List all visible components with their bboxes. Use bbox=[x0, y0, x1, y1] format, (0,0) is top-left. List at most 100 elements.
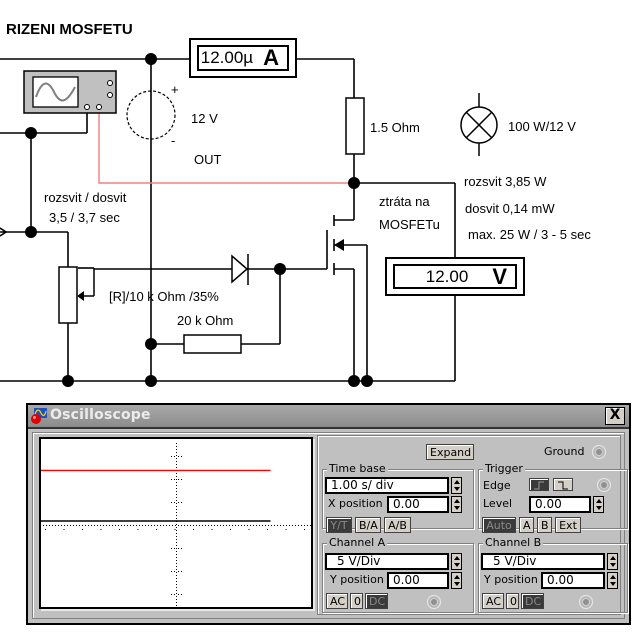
grid-dot bbox=[176, 497, 177, 498]
trigger-ext-button[interactable]: Ext bbox=[555, 517, 581, 533]
channel-a-zero-button[interactable]: 0 bbox=[350, 593, 363, 609]
channel-b-y-position-input[interactable]: 0.00 bbox=[541, 572, 605, 589]
grid-tick bbox=[211, 529, 213, 530]
probe-wire bbox=[98, 110, 354, 184]
channel-b-ac-button[interactable]: AC bbox=[482, 593, 504, 609]
potentiometer-label: [R]/10 k Ohm /35% bbox=[109, 289, 219, 304]
close-button[interactable]: X bbox=[605, 407, 625, 425]
channel-b-y-position-spinner[interactable] bbox=[607, 572, 618, 589]
grid-dot bbox=[176, 548, 177, 549]
grid-dot bbox=[176, 545, 177, 546]
mosfet-note-line1: ztráta na bbox=[379, 194, 430, 209]
channel-a-y-position-input[interactable]: 0.00 bbox=[387, 572, 449, 589]
channel-a-terminal[interactable] bbox=[427, 595, 441, 609]
channel-a-ac-button[interactable]: AC bbox=[326, 593, 348, 609]
mode-ba-button[interactable]: B/A bbox=[355, 517, 381, 533]
trigger-level-spinner[interactable] bbox=[593, 496, 604, 513]
oscilloscope-instrument-icon[interactable] bbox=[23, 70, 117, 114]
grid-tick bbox=[137, 529, 139, 530]
trigger-b-button[interactable]: B bbox=[537, 517, 552, 533]
grid-dot bbox=[176, 572, 177, 573]
mosfet-note-line2: MOSFETu bbox=[379, 217, 440, 232]
falling-edge-button[interactable] bbox=[553, 478, 573, 491]
grid-dot bbox=[176, 461, 177, 462]
grid-dot bbox=[154, 525, 155, 526]
trigger-a-button[interactable]: A bbox=[519, 517, 534, 533]
timing-note-line1: rozsvit / dosvit bbox=[44, 190, 127, 205]
voltmeter[interactable]: 12.00 V bbox=[385, 257, 525, 296]
channel-b-scale-input[interactable]: 5 V/Div bbox=[481, 553, 605, 570]
channel-b-title: Channel B bbox=[483, 536, 544, 549]
channel-b-y-position-label: Y position bbox=[484, 573, 538, 586]
x-position-input[interactable]: 0.00 bbox=[387, 496, 449, 513]
grid-dot bbox=[176, 500, 177, 501]
channel-a-y-position-spinner[interactable] bbox=[451, 572, 462, 589]
power-note-on: rozsvit 3,85 W bbox=[464, 174, 547, 189]
grid-dot bbox=[277, 525, 278, 526]
grid-tick bbox=[174, 548, 175, 549]
trigger-level-input[interactable]: 0.00 bbox=[529, 496, 591, 513]
time-base-spinner[interactable] bbox=[451, 477, 462, 494]
load-resistor[interactable] bbox=[345, 97, 365, 155]
grid-dot bbox=[253, 525, 254, 526]
grid-dot bbox=[112, 525, 113, 526]
grid-dot bbox=[157, 525, 158, 526]
grid-dot bbox=[262, 525, 263, 526]
grid-tick bbox=[178, 594, 179, 595]
expand-button[interactable]: Expand bbox=[426, 444, 474, 460]
junction-nodes bbox=[25, 53, 373, 387]
grid-dot bbox=[176, 482, 177, 483]
channel-a-scale-spinner[interactable] bbox=[451, 553, 462, 570]
diode-icon[interactable] bbox=[231, 254, 249, 285]
edge-label: Edge bbox=[483, 479, 511, 492]
channel-b-scale-spinner[interactable] bbox=[607, 553, 618, 570]
ammeter[interactable]: 12.00µ A bbox=[189, 38, 297, 78]
channel-b-terminal[interactable] bbox=[579, 595, 593, 609]
mosfet-icon[interactable] bbox=[334, 239, 344, 251]
lamp-icon[interactable] bbox=[460, 93, 498, 156]
circuit-schematic: RIZENI MOSFETU bbox=[0, 21, 591, 387]
grid-dot bbox=[88, 525, 89, 526]
channel-a-dc-button[interactable]: DC bbox=[365, 593, 388, 609]
grid-dot bbox=[133, 525, 134, 526]
grid-tick bbox=[174, 479, 175, 480]
channel-b-zero-button[interactable]: 0 bbox=[506, 593, 519, 609]
mode-yt-button[interactable]: Y/T bbox=[326, 517, 352, 533]
oscilloscope-title-bar[interactable]: Oscilloscope X bbox=[28, 405, 629, 429]
grid-dot bbox=[115, 525, 116, 526]
grid-dot bbox=[202, 525, 203, 526]
source-voltage-label: 12 V bbox=[191, 111, 218, 126]
ground-terminal[interactable] bbox=[592, 445, 606, 459]
grid-dot bbox=[176, 578, 177, 579]
potentiometer[interactable] bbox=[58, 266, 95, 324]
grid-dot bbox=[109, 525, 110, 526]
trigger-auto-button[interactable]: Auto bbox=[482, 517, 516, 533]
grid-dot bbox=[176, 476, 177, 477]
source-minus-label: - bbox=[171, 133, 175, 148]
time-base-input[interactable]: 1.00 s/ div bbox=[325, 477, 449, 494]
grid-tick bbox=[267, 529, 268, 530]
grid-dot bbox=[85, 525, 86, 526]
channel-a-y-position-label: Y position bbox=[330, 573, 384, 586]
grid-dot bbox=[172, 525, 173, 526]
grid-dot bbox=[307, 525, 308, 526]
channel-b-group: Channel B 5 V/Div Y position 0.00 AC 0 D… bbox=[478, 536, 628, 613]
trigger-terminal[interactable] bbox=[597, 478, 611, 492]
grid-dot bbox=[145, 525, 146, 526]
power-note-max: max. 25 W / 3 - 5 sec bbox=[468, 227, 591, 242]
x-position-spinner[interactable] bbox=[451, 496, 462, 513]
channel-b-dc-button[interactable]: DC bbox=[521, 593, 544, 609]
grid-dot bbox=[268, 525, 269, 526]
grid-tick bbox=[181, 502, 182, 503]
mode-ab-button[interactable]: A/B bbox=[384, 517, 411, 533]
grid-dot bbox=[310, 525, 311, 526]
grid-tick bbox=[230, 529, 231, 530]
dc-voltage-source[interactable]: + - bbox=[126, 82, 179, 148]
rising-edge-button[interactable] bbox=[529, 478, 549, 491]
grid-dot bbox=[280, 525, 281, 526]
grid-dot bbox=[176, 551, 177, 552]
resistor-20k[interactable] bbox=[183, 334, 242, 354]
grid-dot bbox=[67, 525, 68, 526]
grid-tick bbox=[174, 502, 175, 503]
channel-a-scale-input[interactable]: 5 V/Div bbox=[325, 553, 449, 570]
